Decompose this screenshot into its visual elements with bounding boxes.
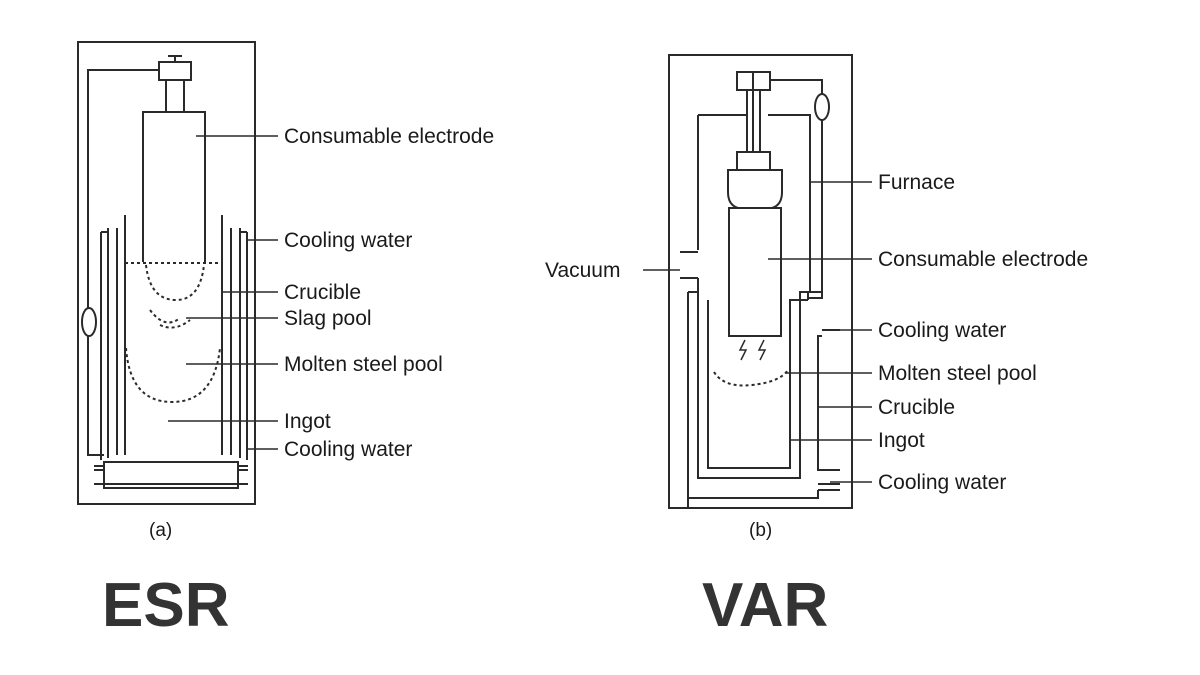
var-crucible-outer <box>687 291 698 508</box>
var-diagram: Furnace Vacuum Consumable electrode Cool… <box>545 54 1088 640</box>
var-stem-collar <box>736 151 771 171</box>
var-label-cooling-water-top: Cooling water <box>878 319 1006 342</box>
var-caption: (b) <box>749 520 772 541</box>
var-furnace-chamber <box>697 114 811 292</box>
var-label-ingot: Ingot <box>878 429 925 452</box>
var-molten-pool <box>713 369 789 387</box>
var-label-vacuum: Vacuum <box>545 259 620 282</box>
esr-label-cooling-water-bottom: Cooling water <box>284 438 412 461</box>
esr-label-crucible: Crucible <box>284 281 361 304</box>
esr-consumable-electrode <box>142 111 206 262</box>
var-title: VAR <box>702 571 828 640</box>
var-cooling-jacket <box>817 329 840 471</box>
esr-slag-pool <box>145 264 205 302</box>
var-power-source <box>814 93 830 121</box>
esr-label-molten-steel-pool: Molten steel pool <box>284 353 443 376</box>
esr-power-source <box>81 307 97 337</box>
esr-label-slag-pool: Slag pool <box>284 307 372 330</box>
esr-label-cooling-water-top: Cooling water <box>284 229 412 252</box>
var-consumable-electrode <box>728 207 782 337</box>
esr-label-ingot: Ingot <box>284 410 331 433</box>
esr-caption: (a) <box>149 520 172 541</box>
var-power-lead <box>768 79 823 299</box>
var-label-molten-steel-pool: Molten steel pool <box>878 362 1037 385</box>
esr-electrode-stem <box>165 79 185 113</box>
esr-label-consumable-electrode: Consumable electrode <box>284 125 494 148</box>
var-label-crucible: Crucible <box>878 396 955 419</box>
var-jacket-base <box>688 490 819 499</box>
esr-power-lead <box>87 69 160 456</box>
var-outer-frame <box>668 54 853 509</box>
esr-clamp <box>158 61 192 81</box>
var-label-cooling-water-bottom: Cooling water <box>878 471 1006 494</box>
esr-diagram: Consumable electrode Cooling water Cruci… <box>77 41 494 640</box>
var-arc-right <box>757 339 767 361</box>
esr-slag-drops <box>149 309 191 329</box>
esr-title: ESR <box>102 571 229 640</box>
var-electrode-holder <box>727 169 783 209</box>
var-label-consumable-electrode: Consumable electrode <box>878 248 1088 271</box>
esr-outer-frame <box>77 41 256 505</box>
esr-molten-pool <box>125 347 221 404</box>
var-crucible-inner <box>707 299 808 469</box>
var-arc-left <box>738 339 748 361</box>
var-label-furnace: Furnace <box>878 171 955 194</box>
